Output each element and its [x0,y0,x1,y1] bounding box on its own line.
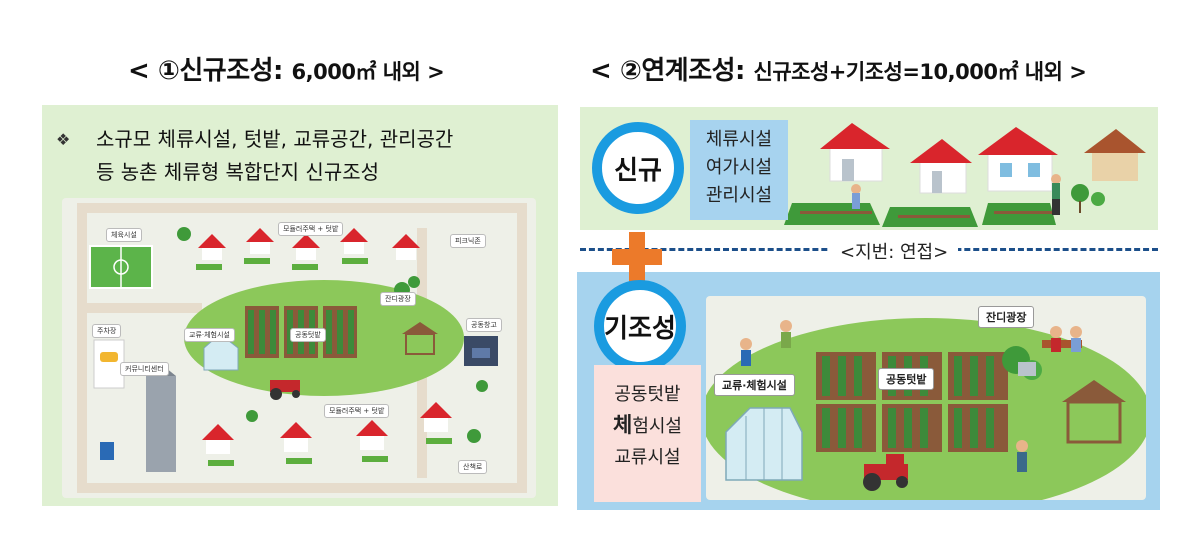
existing-map-label-lawn: 잔디광장 [978,306,1035,328]
bullet-line-1: 소규모 체류시설, 텃밭, 교류공간, 관리공간 [96,127,454,151]
existing-map-label-garden: 공동텃밭 [878,368,935,390]
map-label-modular-bottom: 모듈러주택 + 텃밭 [324,404,390,418]
bullet-description: ❖ 소규모 체류시설, 텃밭, 교류공간, 관리공간 등 농촌 체류형 복합단지… [56,123,546,189]
map-label-modular-top: 모듈러주택 + 텃밭 [278,222,344,236]
right-title-desc: 신규조성+기조성=10,000㎡ 내외 > [753,60,1087,84]
site-plan-map: 체육시설 모듈러주택 + 텃밭 피크닉존 잔디광장 주차장 커뮤니티센터 교류·… [62,198,536,498]
map-label-exchange: 교류·체험시설 [184,328,235,342]
existing-item-experience-rest: 험시설 [632,416,682,437]
left-title-label: < ①신규조성: [128,56,283,86]
right-title-label: < ②연계조성: [590,56,745,86]
existing-item-experience: 체험시설 [594,410,701,442]
map-label-storage: 공동창고 [466,318,502,332]
new-facilities-illustration [784,123,1146,227]
new-facilities-list: 체류시설 여가시설 관리시설 [690,120,788,220]
new-item-leisure: 여가시설 [705,157,773,178]
map-label-community: 커뮤니티센터 [120,362,169,376]
existing-facilities-list: 공동텃밭 체험시설 교류시설 [594,365,701,502]
existing-item-experience-first-char: 체 [612,413,633,437]
existing-site-illustration [706,318,1146,500]
existing-item-exchange: 교류시설 [614,447,681,468]
bullet-line-2: 등 농촌 체류형 복합단지 신규조성 [96,160,380,184]
existing-circle-badge: 기조성 [594,280,686,372]
map-label-lawn: 잔디광장 [380,292,416,306]
new-facilities-panel [580,107,1158,230]
new-item-management: 관리시설 [705,185,773,206]
right-section-title: < ②연계조성: 신규조성+기조성=10,000㎡ 내외 > [590,50,1087,87]
existing-map-label-exchange: 교류·체험시설 [714,374,795,396]
left-title-desc: 6,000㎡ 내외 > [291,60,445,84]
existing-site-map: 잔디광장 교류·체험시설 공동텃밭 [706,296,1146,500]
map-label-sports: 체육시설 [106,228,142,242]
left-section-title: < ①신규조성: 6,000㎡ 내외 > [128,50,445,87]
diamond-bullet-icon: ❖ [56,130,71,149]
new-item-stay: 체류시설 [705,129,773,150]
map-label-parking: 주차장 [92,324,122,338]
new-circle-badge: 신규 [592,122,684,214]
map-label-picnic: 피크닉존 [450,234,486,248]
existing-item-garden: 공동텃밭 [614,384,681,405]
map-label-garden: 공동텃밭 [290,328,326,342]
plus-icon-bar [612,249,662,265]
map-label-trail: 산책로 [458,460,488,474]
adjacent-lot-label: <지번: 연접> [830,238,959,264]
new-construction-panel: ❖ 소규모 체류시설, 텃밭, 교류공간, 관리공간 등 농촌 체류형 복합단지… [42,105,558,506]
